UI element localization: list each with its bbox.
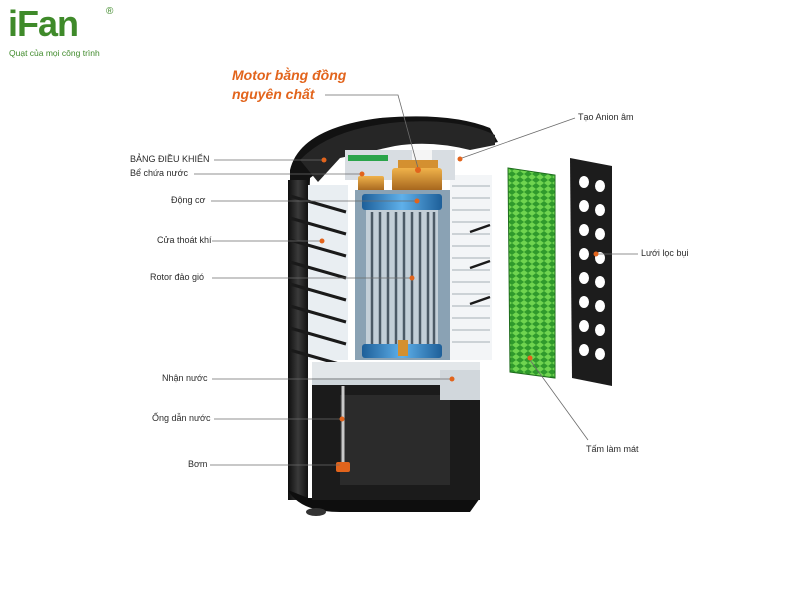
label-water-reservoir: Bể chứa nước — [130, 168, 188, 178]
label-rotor: Rotor đảo gió — [150, 272, 204, 282]
inner-vent-wall — [450, 175, 492, 360]
motor-label-line1: Motor bằng đồng — [232, 66, 347, 83]
rotor-cylinder — [355, 190, 450, 360]
label-engine: Động cơ — [171, 195, 206, 205]
copper-motor — [358, 160, 442, 192]
label-pump: Bơm — [188, 459, 207, 469]
label-anion-generator: Tạo Anion âm — [578, 112, 634, 122]
brand-name: iFan — [8, 3, 79, 44]
label-air-outlet: Cửa thoát khí — [157, 235, 212, 245]
label-dust-filter: Lưới lọc bụi — [641, 248, 688, 258]
water-tank — [312, 362, 480, 500]
registered-mark: ® — [106, 6, 114, 17]
label-water-intake: Nhận nước — [162, 373, 208, 383]
dust-filter — [570, 158, 612, 386]
motor-label-line2: nguyên chất — [232, 86, 316, 102]
cooler-body — [288, 116, 498, 516]
label-water-pipe: Ống dẫn nước — [152, 412, 211, 423]
motor-marker — [415, 167, 421, 173]
label-control-panel: BẢNG ĐIỀU KHIỂN — [130, 153, 210, 164]
brand-tagline: Quạt của mọi công trình — [9, 48, 100, 58]
label-cooling-pad: Tấm làm mát — [586, 444, 639, 454]
cooling-pad — [507, 167, 556, 379]
left-labels: BẢNG ĐIỀU KHIỂN Bể chứa nước Động cơ Cửa… — [130, 153, 455, 469]
motor-leader-line — [325, 94, 419, 169]
air-outlet-louvers — [289, 185, 348, 368]
brand-logo: iFan ® Quạt của mọi công trình — [8, 4, 118, 60]
right-labels: Tạo Anion âm Lưới lọc bụi Tấm làm mát — [457, 112, 688, 454]
